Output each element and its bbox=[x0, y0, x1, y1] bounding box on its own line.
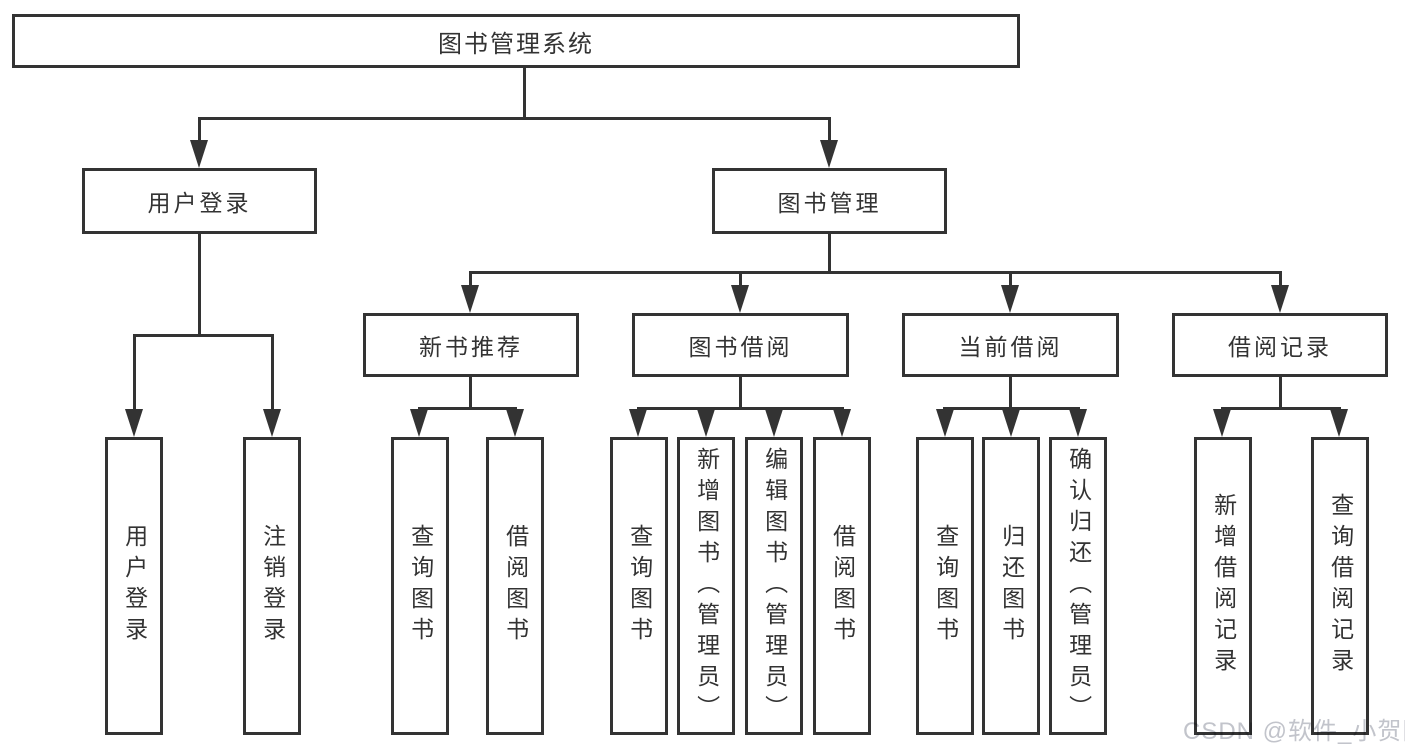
leaf-label: 借阅图书 bbox=[829, 524, 856, 648]
leaf-label: 注销登录 bbox=[259, 524, 286, 648]
node-label: 图书管理 bbox=[777, 190, 882, 216]
connector-line bbox=[1279, 377, 1282, 410]
connector-line bbox=[271, 334, 274, 410]
node-label: 新书推荐 bbox=[419, 334, 523, 360]
arrowhead bbox=[731, 285, 749, 313]
node-label: 借阅记录 bbox=[1228, 334, 1332, 360]
arrowhead bbox=[1001, 285, 1019, 313]
arrowhead bbox=[125, 409, 143, 437]
arrowhead bbox=[461, 285, 479, 313]
arrowhead bbox=[1213, 409, 1231, 437]
leaf-label: 归还图书 bbox=[998, 524, 1025, 648]
connector-line bbox=[198, 117, 831, 120]
connector-line bbox=[828, 117, 831, 142]
arrowhead bbox=[697, 409, 715, 437]
leaf-borrow-books: 借阅图书 bbox=[813, 437, 871, 735]
node-borrow-records: 借阅记录 bbox=[1172, 313, 1388, 377]
connector-line bbox=[469, 271, 1282, 274]
leaf-label: 新增借阅记录 bbox=[1210, 493, 1237, 679]
leaf-edit-book-admin: 编辑图书（管理员） bbox=[745, 437, 803, 735]
connector-line bbox=[828, 234, 831, 274]
connector-line bbox=[469, 271, 472, 287]
connector-line bbox=[1009, 377, 1012, 410]
leaf-return-book: 归还图书 bbox=[982, 437, 1040, 735]
leaf-add-book-admin: 新增图书（管理员） bbox=[677, 437, 735, 735]
arrowhead bbox=[190, 140, 208, 168]
leaf-label: 用户登录 bbox=[121, 524, 148, 648]
arrowhead bbox=[1330, 409, 1348, 437]
connector-line bbox=[1221, 407, 1341, 410]
node-current-borrow: 当前借阅 bbox=[902, 313, 1119, 377]
connector-line bbox=[637, 407, 844, 410]
arrowhead bbox=[765, 409, 783, 437]
connector-line bbox=[418, 407, 517, 410]
leaf-query-books-recommend: 查询图书 bbox=[391, 437, 449, 735]
arrowhead bbox=[629, 409, 647, 437]
arrowhead bbox=[1002, 409, 1020, 437]
leaf-query-books-borrow: 查询图书 bbox=[610, 437, 668, 735]
arrowhead bbox=[936, 409, 954, 437]
node-root-label: 图书管理系统 bbox=[438, 30, 594, 58]
leaf-label: 查询图书 bbox=[626, 524, 653, 648]
connector-line bbox=[198, 117, 201, 142]
node-user-login: 用户登录 bbox=[82, 168, 317, 234]
connector-line bbox=[133, 334, 274, 337]
arrowhead bbox=[410, 409, 428, 437]
node-book-management: 图书管理 bbox=[712, 168, 947, 234]
connector-line bbox=[469, 377, 472, 410]
arrowhead bbox=[263, 409, 281, 437]
leaf-label: 编辑图书（管理员） bbox=[761, 446, 788, 726]
node-label: 图书借阅 bbox=[688, 334, 793, 360]
leaf-logout: 注销登录 bbox=[243, 437, 301, 735]
leaf-label: 查询图书 bbox=[932, 524, 959, 648]
node-label: 当前借阅 bbox=[958, 334, 1063, 360]
arrowhead bbox=[820, 140, 838, 168]
leaf-query-books-current: 查询图书 bbox=[916, 437, 974, 735]
leaf-label: 确认归还（管理员） bbox=[1065, 446, 1092, 726]
connector-line bbox=[1009, 271, 1012, 287]
leaf-label: 查询借阅记录 bbox=[1327, 493, 1354, 679]
leaf-borrow-books-recommend: 借阅图书 bbox=[486, 437, 544, 735]
leaf-label: 新增图书（管理员） bbox=[693, 446, 720, 726]
leaf-label: 查询图书 bbox=[407, 524, 434, 648]
connector-line bbox=[1279, 271, 1282, 287]
arrowhead bbox=[833, 409, 851, 437]
connector-line bbox=[739, 377, 742, 410]
arrowhead bbox=[506, 409, 524, 437]
arrowhead bbox=[1069, 409, 1087, 437]
leaf-confirm-return-admin: 确认归还（管理员） bbox=[1049, 437, 1107, 735]
node-root: 图书管理系统 bbox=[12, 14, 1020, 68]
connector-line bbox=[943, 407, 1080, 410]
connector-line bbox=[739, 271, 742, 287]
arrowhead bbox=[1271, 285, 1289, 313]
node-new-book-recommend: 新书推荐 bbox=[363, 313, 579, 377]
leaf-query-borrow-record: 查询借阅记录 bbox=[1311, 437, 1369, 735]
leaf-user-login: 用户登录 bbox=[105, 437, 163, 735]
csdn-watermark: CSDN @软件_小贺同学 bbox=[1183, 718, 1405, 745]
connector-line bbox=[198, 234, 201, 336]
leaf-label: 借阅图书 bbox=[502, 524, 529, 648]
node-label: 用户登录 bbox=[147, 190, 252, 216]
connector-line bbox=[133, 334, 136, 410]
connector-line bbox=[523, 68, 526, 118]
node-book-borrow: 图书借阅 bbox=[632, 313, 849, 377]
leaf-add-borrow-record: 新增借阅记录 bbox=[1194, 437, 1252, 735]
